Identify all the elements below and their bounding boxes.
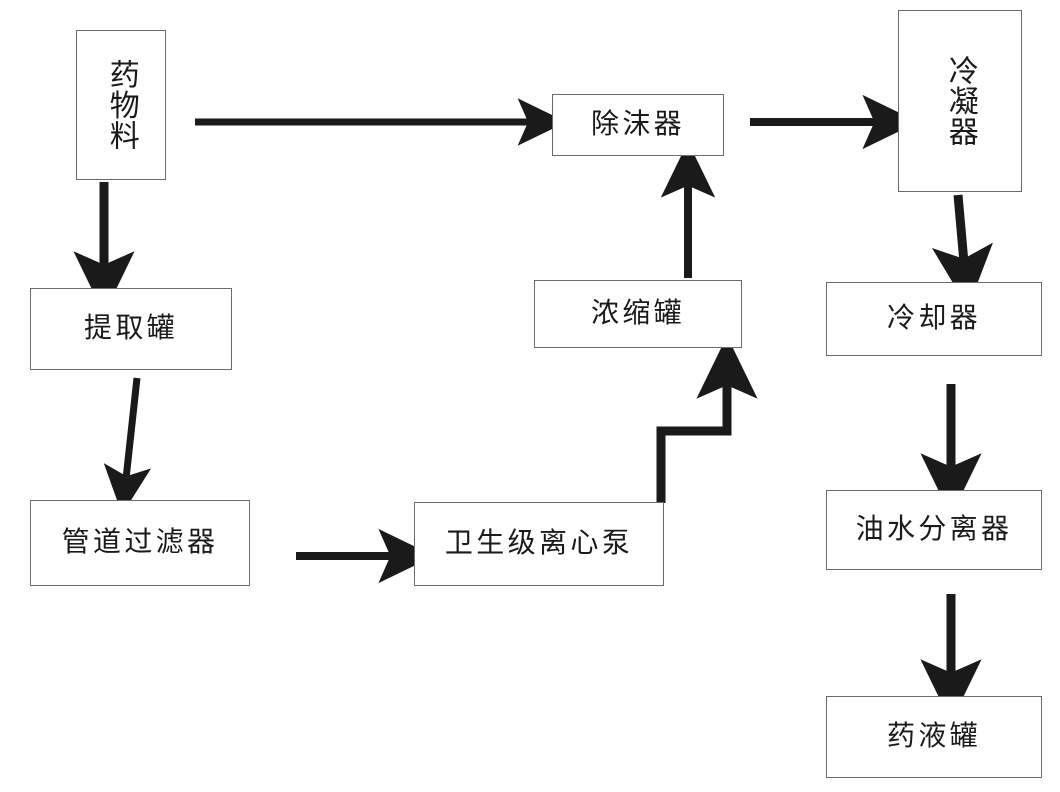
edge-condenser-to-cooler	[931, 194, 993, 309]
node-extraction-tank-label: 提取罐	[83, 312, 179, 344]
node-concentration-tank[interactable]: 浓缩罐	[534, 280, 742, 348]
edge-extraction-tank-to-pipeline-filter	[103, 377, 152, 515]
node-centrifugal-pump-label: 卫生级离心泵	[444, 527, 634, 559]
node-liquid-drug-tank[interactable]: 药液罐	[826, 696, 1042, 778]
node-condenser-label: 冷凝器	[943, 55, 977, 147]
node-cooler-label: 冷却器	[886, 302, 982, 334]
node-demister-label: 除沫器	[590, 108, 686, 140]
node-raw-material[interactable]: 药物料	[76, 30, 166, 180]
node-cooler[interactable]: 冷却器	[826, 282, 1042, 356]
node-pipeline-filter[interactable]: 管道过滤器	[30, 500, 250, 586]
node-oil-water-separator-label: 油水分离器	[855, 513, 1013, 545]
node-oil-water-separator[interactable]: 油水分离器	[826, 490, 1042, 570]
node-extraction-tank[interactable]: 提取罐	[30, 288, 232, 370]
node-liquid-drug-tank-label: 药液罐	[886, 720, 982, 752]
node-centrifugal-pump[interactable]: 卫生级离心泵	[414, 502, 664, 586]
node-concentration-tank-label: 浓缩罐	[590, 297, 686, 329]
edge-pump-to-concentration-tank	[656, 335, 758, 503]
node-pipeline-filter-label: 管道过滤器	[61, 526, 219, 558]
node-raw-material-label: 药物料	[104, 59, 138, 151]
node-demister[interactable]: 除沫器	[552, 94, 724, 156]
node-condenser[interactable]: 冷凝器	[898, 10, 1022, 192]
